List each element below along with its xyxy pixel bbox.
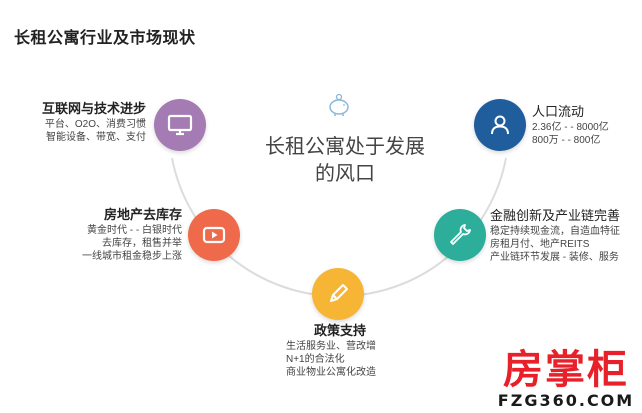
watermark-en: FZG360.COM (497, 391, 635, 410)
realestate-node (188, 209, 240, 261)
center-line-2: 的风口 (315, 161, 375, 185)
internet-heading: 互联网与技术进步 (41, 101, 146, 116)
finance-node (434, 209, 486, 261)
policy-line-1: 生活服务业、营改增 (286, 341, 376, 352)
monitor-icon (167, 114, 193, 136)
population-line-1: 2.36亿 - - 8000亿 (532, 122, 609, 133)
pencil-icon (330, 284, 348, 302)
finance-line-3: 产业链环节发展 - 装修、服务 (490, 252, 619, 263)
policy-node (312, 268, 364, 320)
internet-line-2: 智能设备、带宽、支付 (46, 132, 146, 143)
population-node (474, 99, 526, 151)
finance-line-2: 房租月付、地产REITS (490, 239, 590, 250)
finance-label: 金融创新及产业链完善 稳定持续现金流，自造血特征 房租月付、地产REITS 产业… (490, 207, 640, 264)
page-title: 长租公寓行业及市场现状 (14, 30, 196, 47)
wrench-icon (450, 224, 471, 245)
internet-node (154, 99, 206, 151)
internet-label: 互联网与技术进步 平台、O2O、消费习惯 智能设备、带宽、支付 (6, 100, 146, 144)
watermark-logo: 房掌柜 FZG360.COM (492, 348, 640, 410)
realestate-line-3: 一线城市租金稳步上涨 (82, 251, 182, 262)
finance-line-1: 稳定持续现金流，自造血特征 (490, 226, 620, 237)
policy-line-2: N+1的合法化 (286, 354, 345, 365)
population-heading: 人口流动 (532, 104, 585, 119)
realestate-label: 房地产去库存 黄金时代 - - 白银时代 去库存，租售并举 一线城市租金稳步上涨 (30, 206, 182, 263)
population-line-2: 800万 - - 800亿 (532, 135, 601, 146)
finance-heading: 金融创新及产业链完善 (490, 208, 621, 223)
person-icon (491, 115, 509, 135)
realestate-heading: 房地产去库存 (103, 207, 182, 222)
internet-line-1: 平台、O2O、消费习惯 (44, 119, 146, 130)
policy-heading: 政策支持 (314, 323, 367, 338)
play-icon (202, 226, 226, 244)
piggy-bank-icon (329, 93, 349, 116)
population-label: 人口流动 2.36亿 - - 8000亿 800万 - - 800亿 (532, 103, 637, 147)
center-line-1: 长租公寓处于发展 (265, 134, 425, 158)
center-message: 长租公寓处于发展 的风口 (245, 133, 445, 187)
realestate-line-2: 去库存，租售并举 (102, 238, 182, 249)
policy-line-3: 商业物业公寓化改造 (286, 367, 376, 378)
realestate-line-1: 黄金时代 - - 白银时代 (87, 225, 182, 236)
policy-label: 政策支持 生活服务业、营改增 N+1的合法化 商业物业公寓化改造 (286, 322, 426, 379)
watermark-cn: 房掌柜 (503, 347, 629, 393)
